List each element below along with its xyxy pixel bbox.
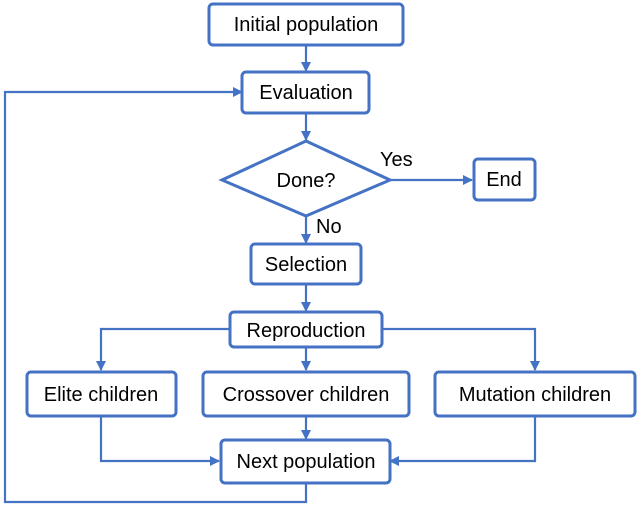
edge-elite-to-next xyxy=(99,416,220,466)
node-elite-children-label: Elite children xyxy=(44,384,159,406)
edge-label-no: No xyxy=(316,216,342,238)
node-evaluation-label: Evaluation xyxy=(259,82,352,104)
edge-mutation-to-next xyxy=(389,416,537,466)
node-mutation-children-label: Mutation children xyxy=(459,384,611,406)
edges xyxy=(3,45,540,504)
node-next-population-label: Next population xyxy=(237,451,376,473)
node-end: End xyxy=(472,157,537,202)
node-crossover-children-label: Crossover children xyxy=(223,384,390,406)
edge-next-to-evaluation-loop xyxy=(3,87,308,504)
edge-reproduction-to-mutation xyxy=(382,327,540,371)
node-selection: Selection xyxy=(249,242,363,286)
node-reproduction-label: Reproduction xyxy=(247,320,366,342)
node-reproduction: Reproduction xyxy=(228,310,384,349)
node-done-decision: Done? xyxy=(218,139,394,218)
node-mutation-children: Mutation children xyxy=(433,370,637,418)
node-end-label: End xyxy=(486,169,522,191)
node-selection-label: Selection xyxy=(265,254,347,276)
node-initial-population: Initial population xyxy=(207,2,405,47)
edge-reproduction-to-elite xyxy=(96,327,230,371)
node-next-population: Next population xyxy=(219,438,392,485)
node-elite-children: Elite children xyxy=(25,370,178,418)
edge-label-yes: Yes xyxy=(380,149,413,171)
node-initial-population-label: Initial population xyxy=(234,14,379,36)
node-done-label: Done? xyxy=(277,170,336,192)
node-crossover-children: Crossover children xyxy=(201,370,411,418)
node-evaluation: Evaluation xyxy=(240,70,371,115)
